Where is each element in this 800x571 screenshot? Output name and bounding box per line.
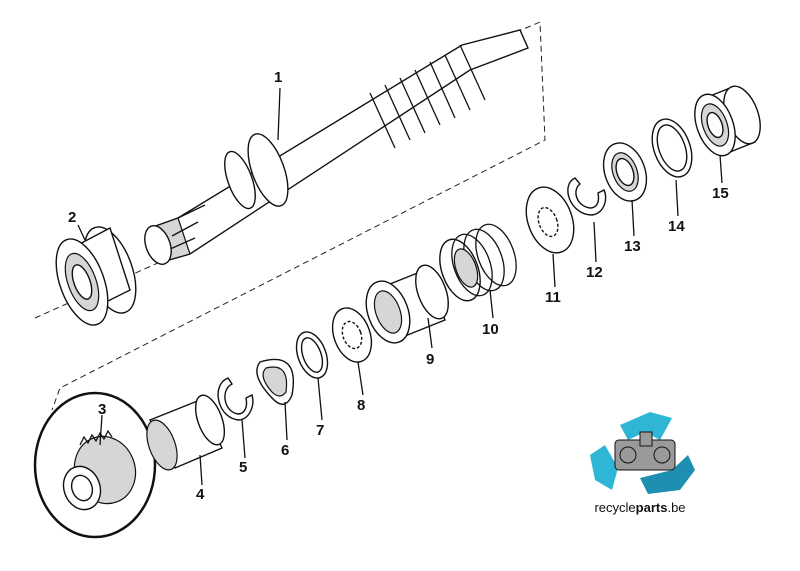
watermark-bold: parts [635, 500, 668, 515]
label-6: 6 [281, 442, 289, 459]
part-6-washer [256, 358, 294, 405]
recycle-arrow-top-icon [620, 412, 672, 440]
label-2: 2 [68, 209, 76, 226]
part-10-spring [439, 223, 517, 302]
part-2-bearing [55, 226, 137, 326]
recycle-logo [590, 412, 695, 494]
label-11: 11 [545, 289, 561, 306]
recycle-arrow-right-icon [640, 455, 695, 494]
watermark-text: recycleparts.be [565, 500, 715, 515]
part-11-disc [525, 186, 575, 254]
part-7-ring [295, 331, 329, 379]
highlight-circle [33, 391, 157, 539]
axis-upper [34, 261, 161, 319]
part-labels: 1 2 3 4 5 6 7 8 9 10 11 12 13 14 15 [68, 69, 729, 503]
part-14-washer [651, 118, 693, 178]
label-13: 13 [624, 238, 641, 255]
label-8: 8 [357, 397, 365, 414]
label-1: 1 [274, 69, 282, 86]
part-4-sleeve [146, 394, 226, 471]
part-9-bushing [365, 264, 449, 344]
label-3: 3 [98, 401, 106, 418]
watermark-suffix: .be [667, 500, 686, 515]
label-10: 10 [482, 321, 499, 338]
label-15: 15 [712, 185, 729, 202]
part-13-ring [602, 142, 648, 202]
part-15-bearing [694, 85, 761, 157]
part-12-clip [567, 177, 607, 216]
part-1-shaft [144, 29, 529, 265]
recycle-arrow-left-icon [590, 445, 618, 490]
label-4: 4 [196, 486, 205, 503]
label-5: 5 [239, 459, 247, 476]
label-14: 14 [668, 218, 685, 235]
label-9: 9 [426, 351, 434, 368]
part-8-splined-washer [331, 307, 373, 363]
watermark-prefix: recycle [594, 500, 636, 515]
label-12: 12 [586, 264, 603, 281]
part-3-gear [33, 391, 157, 539]
leader-lines [77, 87, 723, 486]
label-7: 7 [316, 422, 324, 439]
part-5-snap-ring [217, 377, 254, 421]
